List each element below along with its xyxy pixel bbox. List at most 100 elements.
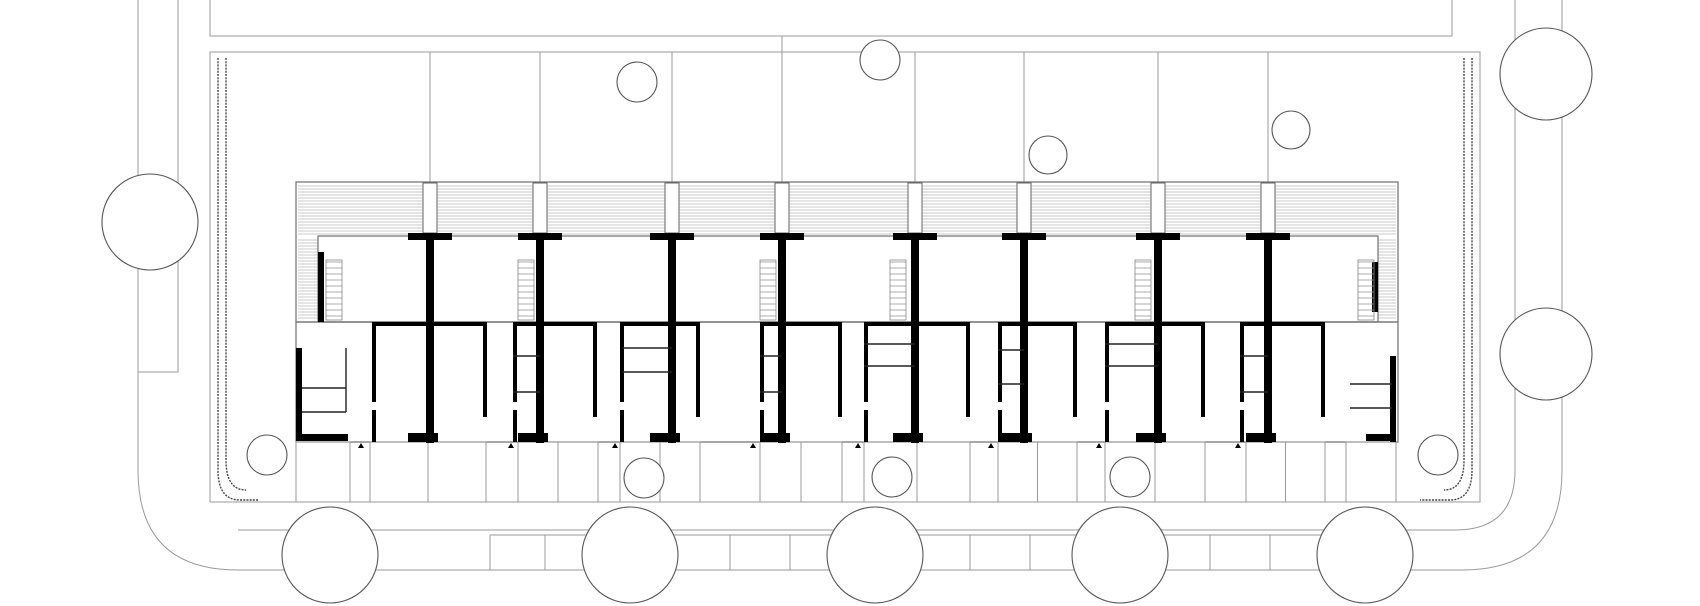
- wall-post: [774, 182, 790, 234]
- side-wall: [1321, 322, 1325, 417]
- tree-canopy: [826, 506, 924, 604]
- building-outline: [295, 181, 1399, 443]
- tree-canopy: [1499, 27, 1593, 121]
- stair-outline: [759, 259, 777, 321]
- rear-facade: [998, 322, 1077, 326]
- party-wall: [778, 233, 786, 443]
- side-wall: [966, 322, 970, 417]
- front-garden: [1345, 441, 1397, 503]
- side-wall: [998, 322, 1002, 402]
- tree-canopy: [101, 173, 199, 271]
- end-wall-left-base: [296, 434, 348, 441]
- stair-outline: [517, 259, 535, 321]
- entrance-markers: [358, 443, 1241, 448]
- tree-canopy: [616, 61, 658, 103]
- party-wall: [1154, 233, 1162, 443]
- stair-wall-left: [318, 252, 324, 322]
- tree-canopy: [1499, 307, 1593, 401]
- rear-facade: [620, 322, 700, 326]
- side-wall: [1073, 322, 1077, 417]
- stair-outline: [1357, 259, 1375, 321]
- wall-post: [532, 182, 548, 234]
- party-wall: [1264, 233, 1272, 443]
- end-wall-right: [1390, 356, 1396, 442]
- tree-canopy: [1109, 456, 1151, 498]
- rear-facade: [760, 322, 842, 326]
- wall-post: [907, 182, 923, 234]
- side-wall: [483, 322, 487, 417]
- side-wall: [1105, 410, 1109, 442]
- side-wall: [372, 322, 376, 402]
- side-wall: [696, 322, 700, 417]
- wall-foot: [650, 433, 680, 442]
- party-wall: [668, 233, 676, 443]
- party-wall: [911, 233, 919, 443]
- entrance-arrow: [1096, 443, 1102, 448]
- entrance-arrow: [358, 443, 364, 448]
- site-outline: [137, 0, 1563, 571]
- tree-canopy: [1028, 135, 1068, 175]
- side-wall: [620, 410, 624, 442]
- tree-canopy: [1271, 110, 1311, 150]
- end-wall-left: [296, 348, 302, 440]
- tree-canopy: [281, 506, 379, 604]
- rear-facade: [1105, 322, 1205, 326]
- wall-post: [1150, 182, 1166, 234]
- side-wall: [620, 322, 624, 402]
- tree-canopy: [1417, 434, 1459, 476]
- tree-canopy: [859, 39, 901, 81]
- side-wall: [513, 322, 517, 402]
- staircases: [325, 259, 1375, 321]
- structural-walls: [296, 182, 1396, 443]
- tree-canopy: [581, 506, 679, 604]
- stair-outline: [889, 259, 907, 321]
- side-wall: [1201, 322, 1205, 417]
- tree-canopy: [623, 457, 665, 499]
- entrance-arrow: [988, 443, 994, 448]
- entrance-arrow: [508, 443, 514, 448]
- entrance-arrow: [750, 443, 756, 448]
- stair-wall-right: [1372, 262, 1378, 312]
- wall-foot: [518, 433, 548, 442]
- entrance-arrow: [855, 443, 861, 448]
- side-wall: [760, 322, 764, 402]
- wall-foot: [893, 433, 923, 442]
- stair-outline: [325, 259, 343, 321]
- garden-dividers: [429, 36, 1269, 185]
- wall-post: [1260, 182, 1276, 234]
- rear-facade: [372, 322, 487, 326]
- wall-post: [422, 182, 438, 234]
- party-wall: [536, 233, 544, 443]
- rear-facade: [1240, 322, 1325, 326]
- wall-post: [664, 182, 680, 234]
- tree-canopy: [1071, 506, 1169, 604]
- side-wall: [372, 410, 376, 442]
- end-wall-right-base: [1366, 434, 1396, 441]
- side-wall: [1105, 322, 1109, 402]
- stair-outline: [1134, 259, 1152, 321]
- side-wall: [838, 322, 842, 417]
- entrance-arrow: [1235, 443, 1241, 448]
- terrace-hatching: [298, 185, 1396, 319]
- front-gardens: [295, 441, 1397, 503]
- side-wall: [998, 410, 1002, 442]
- wall-foot: [760, 433, 790, 442]
- party-wall: [426, 233, 434, 443]
- side-wall: [513, 410, 517, 442]
- side-wall: [760, 410, 764, 442]
- tree-canopy: [246, 434, 288, 476]
- wall-foot: [408, 433, 438, 442]
- trees: [101, 27, 1593, 604]
- party-wall: [1020, 233, 1028, 443]
- wall-foot: [1246, 433, 1276, 442]
- wall-foot: [1002, 433, 1032, 442]
- side-wall: [864, 410, 868, 442]
- side-wall: [864, 322, 868, 402]
- side-wall: [1240, 322, 1244, 402]
- side-wall: [593, 322, 597, 417]
- entrance-arrow: [612, 443, 618, 448]
- hedges: [217, 58, 1473, 501]
- rear-facade: [513, 322, 597, 326]
- front-garden: [295, 441, 351, 503]
